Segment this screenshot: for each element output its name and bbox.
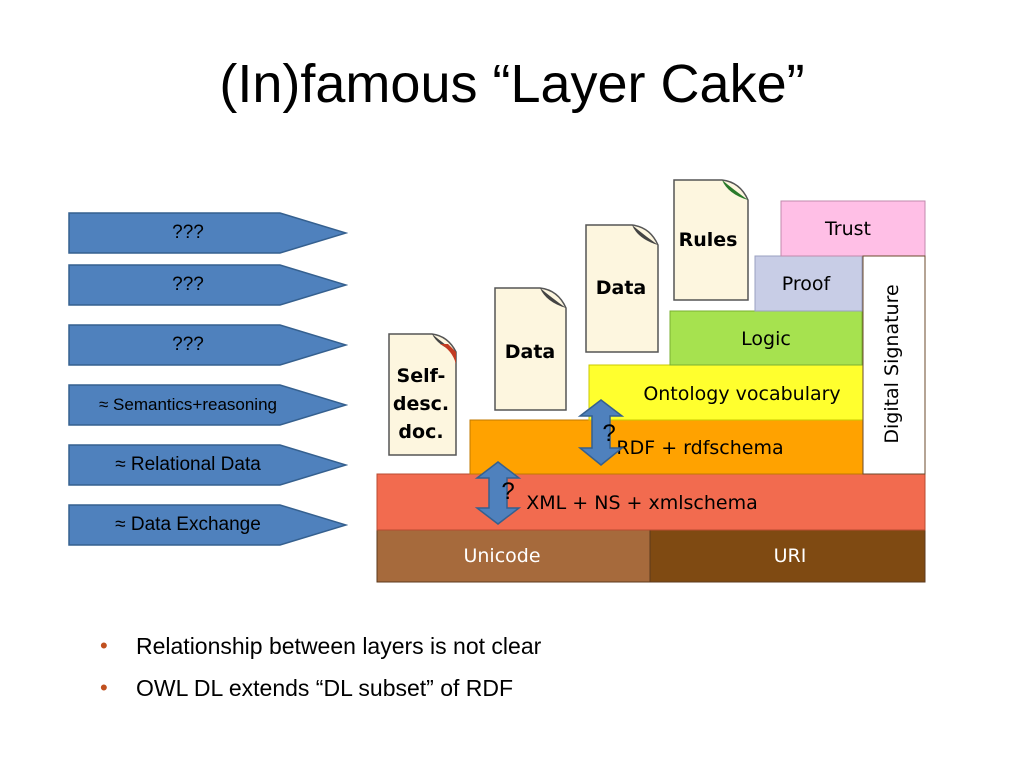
self-desc-doc-icon: Self- desc. doc. [388, 333, 457, 456]
arrow-label-6: ≈ Data Exchange [68, 504, 348, 546]
bullet-dot-icon: • [100, 675, 108, 700]
logic-label: Logic [741, 328, 791, 350]
arrow-text: ≈ Data Exchange [115, 514, 261, 535]
digital-signature-layer [862, 255, 926, 475]
bullet-item-1: • Relationship between layers is not cle… [96, 628, 541, 670]
arrow-text: ??? [172, 274, 204, 295]
double-arrow-icon-2: ? [577, 399, 625, 466]
self-desc-line-1: Self- [397, 365, 446, 387]
slide-title: (In)famous “Layer Cake” [219, 54, 805, 114]
question-mark-1: ? [501, 478, 514, 505]
trust-label: Trust [824, 218, 871, 240]
unicode-layer [376, 529, 651, 583]
arrow-text: ≈ Semantics+reasoning [98, 395, 277, 414]
xml-label: XML + NS + xmlschema [526, 492, 758, 514]
data-doc-1-label: Data [505, 341, 556, 363]
arrow-label-5: ≈ Relational Data [68, 444, 348, 486]
unicode-label: Unicode [463, 545, 540, 567]
trust-layer [780, 200, 926, 257]
proof-label: Proof [782, 273, 832, 295]
bullet-text-1: Relationship between layers is not clear [136, 633, 542, 659]
data-doc-icon-1: Data [494, 287, 567, 411]
arrow-label-2: ??? [68, 264, 348, 306]
rules-doc-icon: Rules [673, 179, 749, 301]
bullet-list: • Relationship between layers is not cle… [96, 628, 541, 712]
question-mark-2: ? [602, 420, 615, 447]
bullet-dot-icon: • [100, 633, 108, 658]
arrow-label-1: ??? [68, 212, 348, 254]
data-doc-2-label: Data [596, 277, 647, 299]
ontology-layer [588, 364, 864, 421]
arrow-text: ≈ Relational Data [115, 454, 261, 475]
proof-layer [754, 255, 863, 312]
bullet-text-2: OWL DL extends “DL subset” of RDF [136, 675, 514, 701]
arrow-text: ??? [172, 222, 204, 243]
uri-layer [649, 529, 926, 583]
self-desc-line-3: doc. [398, 421, 443, 443]
rules-doc-label: Rules [679, 229, 738, 251]
arrow-label-4: ≈ Semantics+reasoning [68, 384, 348, 426]
bullet-item-2: • OWL DL extends “DL subset” of RDF [96, 670, 541, 712]
self-desc-line-2: desc. [393, 393, 449, 415]
logic-layer [669, 310, 863, 366]
ontology-label: Ontology vocabulary [643, 383, 840, 405]
uri-label: URI [774, 545, 807, 567]
digital-signature-label: Digital Signature [881, 284, 903, 443]
arrow-label-3: ??? [68, 324, 348, 366]
data-doc-icon-2: Data [585, 224, 659, 353]
rdf-label: RDF + rdfschema [616, 437, 783, 459]
double-arrow-icon-1: ? [474, 461, 522, 525]
arrow-text: ??? [172, 334, 204, 355]
